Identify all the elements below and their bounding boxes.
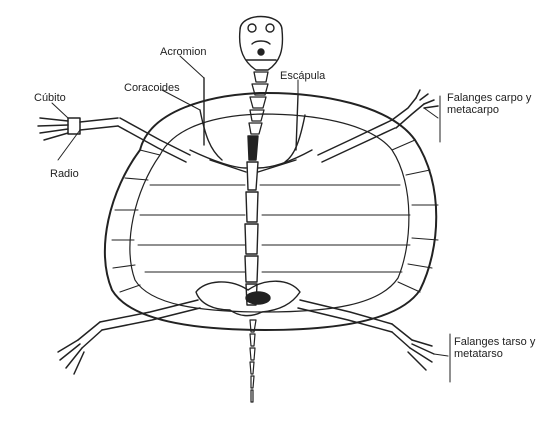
carapace-inner-ring — [130, 114, 409, 312]
label-radio: Radio — [50, 168, 79, 180]
pelvis — [196, 281, 300, 315]
rib-lines — [138, 185, 410, 272]
label-coracoides: Coracoides — [124, 82, 180, 94]
marginal-scutes-left — [112, 150, 160, 292]
label-escapula: Escápula — [280, 70, 325, 82]
right-hindlimb — [298, 300, 434, 370]
tail-vertebrae — [250, 320, 256, 402]
left-hindlimb — [58, 300, 200, 374]
vertebral-column — [245, 136, 258, 305]
label-cubito: Cúbito — [34, 92, 66, 104]
label-falanges-tarso: Falanges tarso y metatarso — [454, 336, 548, 360]
leader-lines — [52, 56, 450, 382]
skull — [240, 17, 283, 71]
label-acromion: Acromion — [160, 46, 206, 58]
label-falanges-carpo: Falanges carpo y metacarpo — [447, 92, 547, 116]
neck-vertebrae — [249, 72, 268, 134]
carapace-outline — [105, 93, 436, 330]
right-forelimb — [318, 90, 438, 162]
